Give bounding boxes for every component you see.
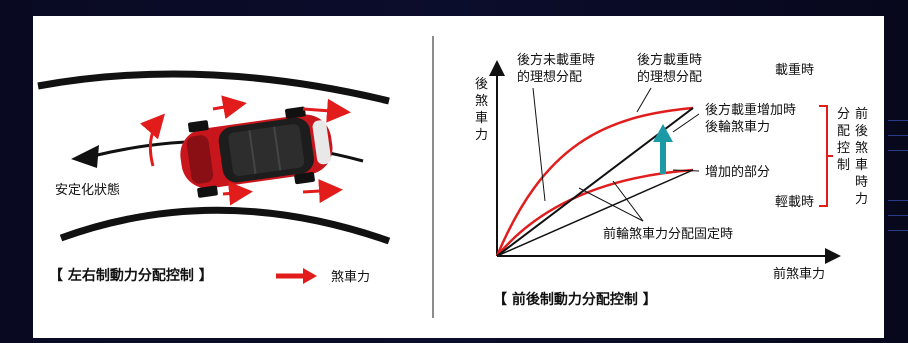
increase-arrow-head [653,124,673,142]
right-caption: 【 前後制動力分配控制 】 [493,291,657,308]
y-axis-label-1: 後 [475,77,488,92]
left-panel: 安定化狀態 【 左右制動力分配控制 】 煞車力 [37,70,391,285]
control-col1-1: 分 [837,107,850,122]
diagram-panel: 安定化狀態 【 左右制動力分配控制 】 煞車力 後 煞 車 力 前煞車力 [33,16,884,338]
right-panel: 後 煞 車 力 前煞車力 後方未載重時 的理想分配 後方載重時 的理想分配 載重… [475,52,868,308]
edge-line [888,200,908,201]
unloaded-label-1: 後方未載重時 [517,52,595,68]
legend-label: 煞車力 [331,270,370,285]
control-col2-4: 車 [855,158,868,173]
control-bracket [819,105,833,207]
control-col2-2: 後 [855,124,868,139]
road-edge-inner [59,206,391,245]
control-col2-3: 煞 [855,141,868,156]
diagram-canvas: 安定化狀態 【 左右制動力分配控制 】 煞車力 後 煞 車 力 前煞車力 [37,36,868,318]
light-state-label: 輕載時 [775,195,814,210]
fixed-line-lower [496,169,694,257]
control-col2-1: 前 [855,106,868,122]
loaded-label-1: 後方載重時 [637,52,702,68]
edge-line [888,135,908,136]
increase-part-label: 增加的部分 [705,164,770,180]
fixed-distribution-label: 前輪煞車力分配固定時 [603,226,733,242]
control-col1-2: 配 [837,124,850,139]
control-col1-4: 制 [837,158,850,173]
control-col1-3: 控 [837,141,850,156]
unloaded-label-2: 的理想分配 [517,69,582,85]
edge-line [888,215,908,216]
loaded-state-label: 載重時 [775,62,814,78]
x-axis-label: 前煞車力 [773,266,825,282]
legend-brake-force: 煞車力 [276,268,370,285]
car [180,106,333,198]
rear-increase-label-1: 後方載重增加時 [705,102,796,118]
edge-line [888,230,908,231]
y-axis-label-3: 車 [475,111,488,126]
control-col2-5: 時 [855,175,868,190]
rear-increase-label-2: 後輪煞車力 [705,119,770,135]
edge-line [888,150,908,151]
control-col2-6: 力 [855,192,868,207]
loaded-label-2: 的理想分配 [637,69,702,85]
y-axis-label-4: 力 [475,128,488,143]
road-edge-outer [37,70,390,105]
left-caption: 【 左右制動力分配控制 】 [49,267,213,284]
leader-lines [532,87,700,222]
stable-state-label: 安定化狀態 [55,182,120,198]
brake-force-arrows [140,95,351,206]
edge-line [888,120,908,121]
loaded-ideal-curve [495,106,694,257]
y-axis-label-2: 煞 [475,94,488,109]
